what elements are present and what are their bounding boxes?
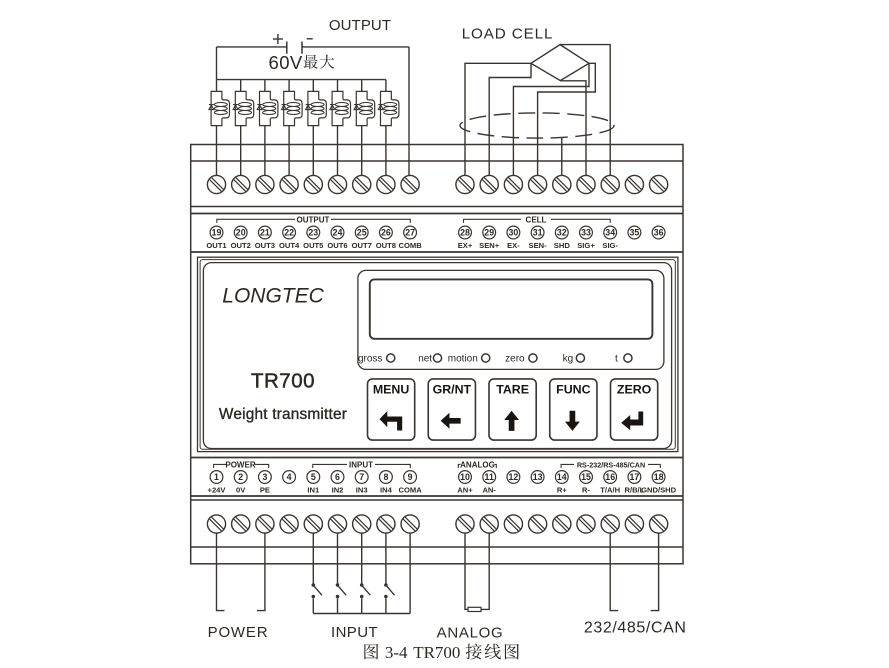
svg-text:32: 32 [557, 228, 567, 238]
svg-text:35: 35 [630, 228, 640, 238]
svg-text:6: 6 [335, 472, 340, 482]
svg-text:13: 13 [533, 472, 543, 482]
svg-text:net: net [418, 353, 432, 364]
svg-text:OUT8: OUT8 [376, 241, 396, 250]
svg-text:8: 8 [383, 472, 388, 482]
svg-text:18: 18 [654, 472, 664, 482]
svg-text:OUT4: OUT4 [279, 241, 300, 250]
svg-text:SIG+: SIG+ [577, 241, 595, 250]
svg-text:TR700: TR700 [413, 643, 460, 662]
svg-text:EX-: EX- [507, 241, 520, 250]
svg-text:22: 22 [284, 228, 294, 238]
svg-text:2: 2 [238, 472, 243, 482]
svg-text:EX+: EX+ [458, 241, 473, 250]
svg-text:11: 11 [485, 472, 494, 482]
svg-text:4: 4 [287, 472, 292, 482]
svg-text:AN+: AN+ [457, 486, 473, 495]
svg-text:OUT3: OUT3 [255, 241, 275, 250]
svg-text:IN2: IN2 [332, 486, 344, 495]
svg-text:14: 14 [557, 472, 567, 482]
svg-text:1: 1 [214, 472, 219, 482]
svg-text:ANALOG: ANALOG [437, 624, 504, 641]
svg-text:SEN+: SEN+ [479, 241, 500, 250]
svg-text:21: 21 [260, 228, 270, 238]
svg-text:ANALOG: ANALOG [460, 461, 495, 470]
svg-text:OUT6: OUT6 [327, 241, 347, 250]
svg-text:10: 10 [460, 472, 470, 482]
svg-text:+24V: +24V [208, 486, 227, 495]
svg-text:19: 19 [212, 228, 222, 238]
svg-text:INPUT: INPUT [349, 461, 373, 470]
svg-text:gross: gross [358, 353, 382, 364]
svg-text:FUNC: FUNC [556, 383, 590, 397]
svg-text:36: 36 [654, 228, 664, 238]
svg-text:ZERO: ZERO [617, 383, 652, 397]
svg-text:SEN-: SEN- [529, 241, 548, 250]
svg-text:OUT2: OUT2 [231, 241, 251, 250]
svg-text:IN1: IN1 [307, 486, 320, 495]
svg-text:23: 23 [308, 228, 318, 238]
svg-text:T/A/H: T/A/H [600, 486, 620, 495]
svg-text:R-: R- [582, 486, 590, 495]
svg-text:RS-232/RS-485/CAN: RS-232/RS-485/CAN [577, 461, 645, 470]
svg-text:OUT1: OUT1 [206, 241, 227, 250]
svg-text:33: 33 [581, 228, 591, 238]
svg-text:3-4: 3-4 [385, 643, 408, 662]
svg-text:9: 9 [408, 472, 413, 482]
svg-text:SHD: SHD [554, 241, 571, 250]
svg-text:34: 34 [605, 228, 615, 238]
svg-text:16: 16 [605, 472, 615, 482]
svg-text:CELL: CELL [526, 216, 547, 225]
svg-text:zero: zero [505, 353, 525, 364]
svg-text:60V: 60V [269, 52, 303, 73]
svg-text:GND/SHD: GND/SHD [641, 486, 677, 495]
svg-text:AN-: AN- [482, 486, 496, 495]
svg-text:R+: R+ [557, 486, 567, 495]
svg-text:COMB: COMB [398, 241, 422, 250]
svg-text:INPUT: INPUT [331, 624, 378, 641]
svg-text:COMA: COMA [398, 486, 422, 495]
svg-text:POWER: POWER [208, 624, 269, 641]
svg-text:12: 12 [509, 472, 519, 482]
svg-text:20: 20 [236, 228, 246, 238]
svg-text:30: 30 [509, 228, 519, 238]
svg-text:29: 29 [484, 228, 494, 238]
svg-text:OUTPUT: OUTPUT [297, 216, 330, 225]
svg-text:MENU: MENU [373, 383, 410, 397]
svg-text:IN4: IN4 [380, 486, 393, 495]
svg-text:232/485/CAN: 232/485/CAN [584, 620, 687, 637]
svg-text:17: 17 [630, 472, 640, 482]
svg-text:28: 28 [460, 228, 470, 238]
svg-text:LONGTEC: LONGTEC [222, 284, 324, 307]
svg-text:24: 24 [333, 228, 343, 238]
svg-text:R/B/L: R/B/L [624, 486, 644, 495]
svg-text:26: 26 [381, 228, 391, 238]
svg-text:TARE: TARE [496, 383, 529, 397]
svg-text:IN3: IN3 [356, 486, 368, 495]
svg-text:SIG-: SIG- [602, 241, 618, 250]
svg-text:t: t [615, 353, 618, 364]
svg-text:motion: motion [448, 353, 478, 364]
svg-text:3: 3 [262, 472, 267, 482]
svg-text:27: 27 [405, 228, 415, 238]
svg-text:GR/NT: GR/NT [433, 383, 472, 397]
svg-text:OUTPUT: OUTPUT [329, 17, 391, 34]
svg-text:Weight transmitter: Weight transmitter [219, 406, 347, 423]
svg-text:PE: PE [260, 486, 270, 495]
svg-text:0V: 0V [236, 486, 246, 495]
svg-text:OUT7: OUT7 [352, 241, 372, 250]
svg-text:15: 15 [581, 472, 591, 482]
svg-text:5: 5 [311, 472, 316, 482]
svg-text:kg: kg [563, 353, 574, 364]
svg-text:25: 25 [357, 228, 367, 238]
svg-text:TR700: TR700 [251, 369, 315, 392]
svg-text:7: 7 [359, 472, 364, 482]
svg-text:31: 31 [533, 228, 543, 238]
svg-text:POWER: POWER [225, 461, 255, 470]
svg-text:OUT5: OUT5 [303, 241, 324, 250]
svg-text:LOAD CELL: LOAD CELL [462, 26, 554, 43]
